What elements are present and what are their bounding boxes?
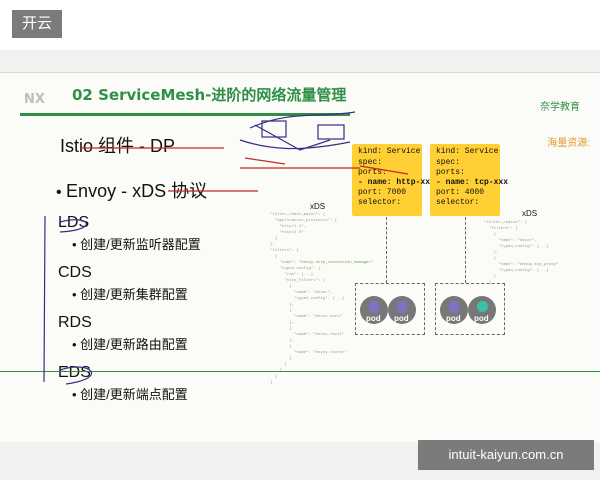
- card-line: kind: Service: [436, 147, 499, 156]
- card-line: port: 7000: [358, 188, 407, 197]
- list-item: RDS • 创建/更新路由配置: [58, 314, 258, 352]
- card-line: spec:: [358, 158, 383, 167]
- pod-circle: pod: [388, 296, 416, 324]
- list-item: LDS • 创建/更新监听器配置: [58, 214, 258, 252]
- annotation-box: [317, 124, 345, 140]
- top-rule: [0, 72, 600, 73]
- connector-right: [465, 217, 466, 283]
- url-banner[interactable]: intuit-kaiyun.com.cn: [418, 440, 594, 470]
- pod-circle: pod: [440, 296, 468, 324]
- open-badge[interactable]: 开云: [12, 10, 62, 38]
- annotation-vertical: [43, 215, 46, 383]
- item-desc-text: 创建/更新监听器配置: [80, 237, 201, 252]
- item-desc: • 创建/更新集群配置: [72, 287, 188, 302]
- annotation-circle: [59, 366, 93, 385]
- pod-circle: pod: [468, 296, 496, 324]
- envoy-hex-icon: [448, 301, 460, 313]
- envoy-hex-icon: [368, 301, 380, 313]
- annotation-box: [261, 120, 287, 138]
- logo: NX: [24, 92, 45, 107]
- code-snippet-left: "filter_chain_match": { "application_pro…: [270, 213, 374, 385]
- annotation-circle: [59, 219, 87, 233]
- item-desc: • 创建/更新监听器配置: [72, 237, 201, 252]
- pod-label: pod: [366, 314, 381, 323]
- item-desc-text: 创建/更新路由配置: [80, 337, 188, 352]
- service-card-left: kind: Service spec: ports: - name: http-…: [352, 144, 435, 216]
- brand-subtitle: 海量资源:: [547, 138, 590, 149]
- item-title: LDS: [58, 214, 90, 231]
- slide-title: 02 ServiceMesh-进阶的网络流量管理: [72, 86, 347, 104]
- item-title: CDS: [58, 264, 92, 281]
- service-ring-icon: [477, 301, 488, 312]
- card-line: - name: tcp-xxx: [436, 178, 509, 187]
- bullet-icon: •: [56, 184, 67, 201]
- card-line: - name: http-xxx: [358, 178, 435, 187]
- pod-label: pod: [394, 314, 409, 323]
- item-desc: • 创建/更新端点配置: [72, 387, 188, 402]
- card-line: selector:: [358, 198, 402, 207]
- slide: [0, 72, 600, 442]
- pod-circle: pod: [360, 296, 388, 324]
- pod-label: pod: [446, 314, 461, 323]
- annotation-line-red: [359, 165, 409, 175]
- code-snippet-right: "filter_chains": [ "filters": [ { "name"…: [484, 221, 559, 285]
- card-line: kind: Service: [358, 147, 421, 156]
- annotation-line-red: [244, 157, 286, 165]
- card-line: ports:: [358, 168, 387, 177]
- xds-label-right: xDS: [522, 209, 538, 218]
- title-underline: [20, 113, 350, 116]
- annotation-stroke: [239, 139, 351, 150]
- card-line: selector:: [436, 198, 480, 207]
- brand-name: 奈学教育: [540, 102, 580, 113]
- slide-heading: Istio 组件 - DP: [60, 136, 176, 156]
- list-item: CDS • 创建/更新集群配置: [58, 264, 258, 302]
- card-line: spec:: [436, 158, 461, 167]
- subheading-text: Envoy - xDS 协议: [66, 181, 208, 201]
- connector-left: [386, 217, 387, 283]
- card-line: port: 4000: [436, 188, 485, 197]
- pod-group-right: pod pod: [435, 283, 505, 335]
- slide-subheading: • Envoy - xDS 协议: [56, 177, 207, 203]
- item-desc-text: 创建/更新集群配置: [80, 287, 188, 302]
- envoy-hex-icon: [396, 301, 408, 313]
- pod-group-left: pod pod: [355, 283, 425, 335]
- card-line: ports:: [436, 168, 465, 177]
- pod-label: pod: [474, 314, 489, 323]
- slide-bottom-line: [0, 371, 600, 372]
- annotation-stroke: [254, 124, 331, 151]
- item-title: RDS: [58, 314, 92, 331]
- top-bar: 开云: [0, 0, 600, 50]
- service-card-right: kind: Service spec: ports: - name: tcp-x…: [430, 144, 508, 216]
- xds-label-left: xDS: [310, 202, 326, 211]
- item-desc-text: 创建/更新端点配置: [80, 387, 188, 402]
- item-desc: • 创建/更新路由配置: [72, 337, 188, 352]
